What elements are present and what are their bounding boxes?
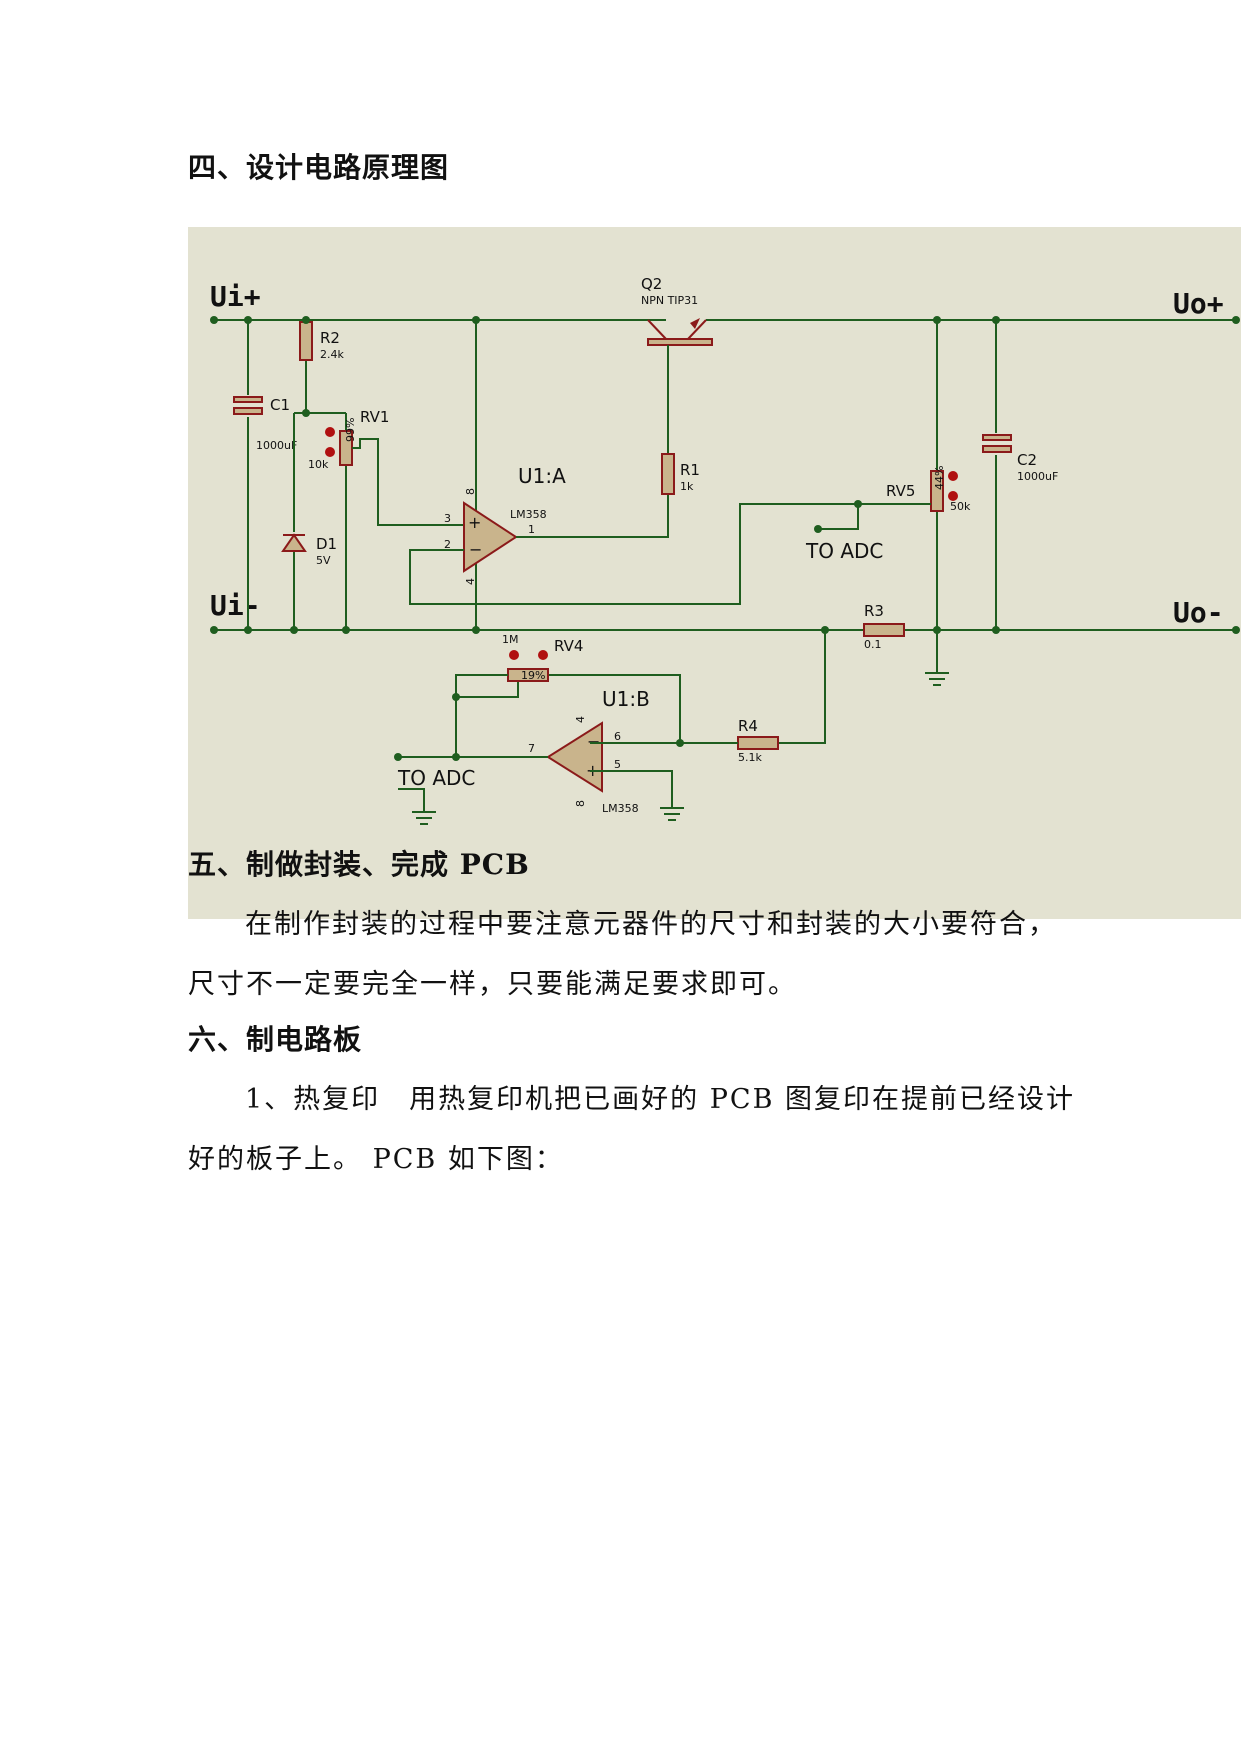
uo-minus-label: Uo-	[1173, 596, 1224, 629]
r1-value: 1k	[680, 480, 694, 493]
rv5-body	[930, 470, 944, 512]
r3-value: 0.1	[864, 638, 882, 651]
svg-text:−: −	[587, 732, 600, 751]
section-5-heading: 五、制做封装、完成 PCB	[188, 848, 530, 881]
section-4-heading: 四、设计电路原理图	[188, 151, 450, 184]
u1a-pin2: 2	[444, 538, 451, 551]
u1a-pin8: 8	[464, 488, 477, 495]
ui-minus-label: Ui-	[210, 589, 261, 622]
c1-ref: C1	[270, 396, 290, 414]
circuit-schematic: Ui+ Ui- Uo+ Uo- C1 1000uF R2 2.4k D1 5V …	[188, 227, 1241, 919]
u1a-pin4: 4	[464, 578, 477, 585]
ui-plus-label: Ui+	[210, 280, 261, 313]
c2-plate	[982, 434, 1012, 441]
rv5-value: 50k	[950, 500, 971, 513]
d1-body	[281, 533, 307, 552]
u1a-pin3: 3	[444, 512, 451, 525]
q2-ref: Q2	[641, 275, 662, 293]
r1-ref: R1	[680, 461, 700, 479]
u1b-pin8: 8	[574, 800, 587, 807]
c2-ref: C2	[1017, 451, 1037, 469]
section-5-paragraph-line-1: 在制作封装的过程中要注意元器件的尺寸和封装的大小要符合，	[245, 909, 1057, 940]
u1b-pin5: 5	[614, 758, 621, 771]
u1a-body	[463, 501, 518, 573]
c1-plate-2	[233, 407, 263, 415]
q2-body	[647, 338, 713, 346]
u1a-pin1: 1	[528, 523, 535, 536]
rv5-ref: RV5	[886, 482, 915, 500]
r2-value: 2.4k	[320, 348, 344, 361]
svg-text:−: −	[469, 540, 482, 559]
adc2-label: TO ADC	[397, 766, 475, 790]
d1-ref: D1	[316, 535, 337, 553]
uo-plus-label: Uo+	[1173, 287, 1224, 320]
rv4-value: 1M	[502, 633, 519, 646]
rv1-ref: RV1	[360, 408, 389, 426]
u1b-pin4: 4	[574, 716, 587, 723]
rv1-value: 10k	[308, 458, 329, 471]
section-6-paragraph-line-1: 1、热复印 用热复印机把已画好的 PCB 图复印在提前已经设计	[245, 1084, 1076, 1115]
u1b-ref: U1:B	[602, 687, 650, 711]
section-6-paragraph-line-2: 好的板子上。 PCB 如下图：	[188, 1144, 564, 1175]
c2-value: 1000uF	[1017, 470, 1058, 483]
r4-body	[737, 736, 779, 750]
r2-ref: R2	[320, 329, 340, 347]
r1-body	[661, 453, 675, 495]
rv4-pct: 19%	[521, 669, 545, 682]
u1b-pin7: 7	[528, 742, 535, 755]
u1b-body	[546, 721, 603, 793]
r4-ref: R4	[738, 717, 758, 735]
svg-text:+: +	[468, 513, 481, 532]
rv4-ref: RV4	[554, 637, 583, 655]
c1-plate	[233, 396, 263, 403]
q2-value: NPN TIP31	[641, 294, 698, 307]
rv5-pct: 44%	[933, 466, 946, 490]
section-6-heading: 六、制电路板	[188, 1023, 363, 1056]
r2-body	[299, 321, 313, 361]
section-5-paragraph-line-2: 尺寸不一定要完全一样，只要能满足要求即可。	[188, 969, 797, 1000]
u1b-pin6: 6	[614, 730, 621, 743]
r4-value: 5.1k	[738, 751, 762, 764]
c2-plate-2	[982, 445, 1012, 453]
c1-value: 1000uF	[256, 439, 297, 452]
rv1-pct: 99%	[344, 418, 357, 442]
adc1-label: TO ADC	[805, 539, 883, 563]
r3-ref: R3	[864, 602, 884, 620]
u1a-ref: U1:A	[518, 464, 566, 488]
d1-value: 5V	[316, 554, 331, 567]
r3-body	[863, 623, 905, 637]
schematic-background	[188, 227, 1241, 919]
u1a-part: LM358	[510, 508, 547, 521]
u1b-part: LM358	[602, 802, 639, 815]
